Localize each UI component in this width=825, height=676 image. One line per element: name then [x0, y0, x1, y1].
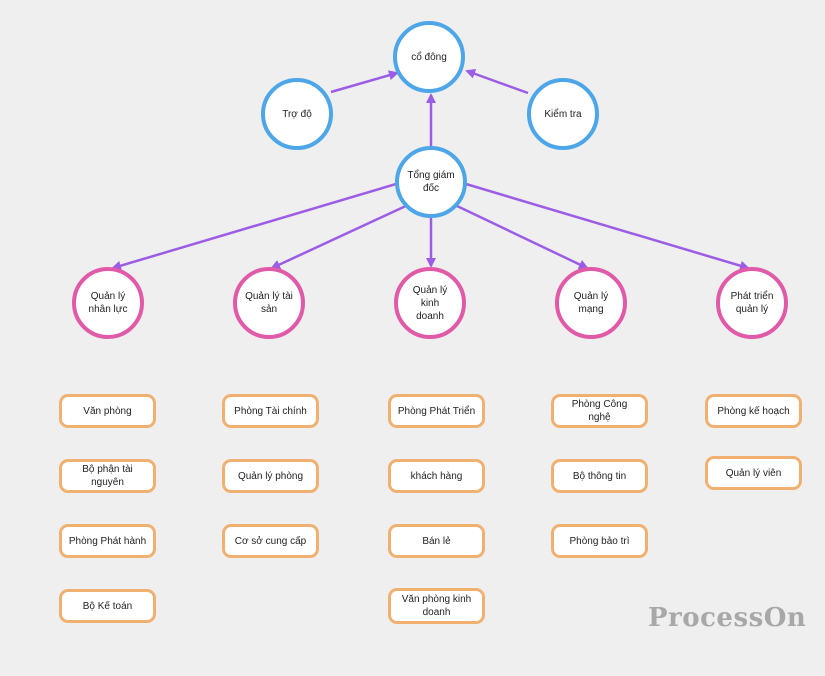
ceo-node[interactable]: Tổng giám đốc: [395, 146, 467, 218]
unit-box[interactable]: Bán lẻ: [388, 524, 485, 558]
shareholders-label: cổ đông: [411, 51, 447, 63]
unit-box[interactable]: Phòng bảo trì: [551, 524, 648, 558]
unit-label: Phòng Tài chính: [234, 405, 307, 417]
unit-box[interactable]: Quản lý viên: [705, 456, 802, 490]
department-label: Quản lý tài sản: [245, 291, 293, 315]
unit-box[interactable]: Bộ phận tài nguyên: [59, 459, 156, 493]
unit-label: Văn phòng: [83, 405, 132, 417]
unit-box[interactable]: Văn phòng kinh doanh: [388, 588, 485, 624]
shareholders-node[interactable]: cổ đông: [393, 21, 465, 93]
unit-label: Quản lý viên: [725, 467, 782, 479]
arrow-ceo-to-network: [456, 204, 589, 270]
unit-box[interactable]: Cơ sở cung cấp: [222, 524, 319, 558]
ceo-label: Tổng giám đốc: [407, 170, 455, 194]
unit-label: Bán lẻ: [422, 535, 451, 547]
unit-label: Quản lý phòng: [237, 470, 304, 482]
unit-box[interactable]: Phòng Phát Triển: [388, 394, 485, 428]
unit-box[interactable]: Bộ Kế toán: [59, 589, 156, 623]
unit-label: Bộ Kế toán: [82, 600, 133, 612]
inspection-label: Kiểm tra: [544, 108, 582, 120]
unit-label: Bộ phận tài nguyên: [82, 464, 133, 488]
assistant-label: Trợ độ: [282, 108, 312, 120]
inspection-node[interactable]: Kiểm tra: [527, 78, 599, 150]
unit-label: Cơ sở cung cấp: [234, 535, 307, 547]
unit-label: Phòng Công nghệ: [571, 399, 628, 423]
arrow-assistant-to-shareholders: [330, 70, 399, 94]
unit-box[interactable]: Phòng Phát hành: [59, 524, 156, 558]
department-label: Quản lý kinh doanh: [412, 284, 448, 322]
unit-label: khách hàng: [410, 470, 463, 482]
department-label: Quản lý mạng: [573, 291, 609, 315]
department-development-node[interactable]: Phát triển quản lý: [716, 267, 788, 339]
unit-label: Phòng Phát Triển: [397, 405, 476, 417]
unit-box[interactable]: khách hàng: [388, 459, 485, 493]
department-label: Phát triển quản lý: [730, 291, 774, 315]
unit-box[interactable]: Văn phòng: [59, 394, 156, 428]
arrow-ceo-to-development: [465, 182, 750, 271]
unit-label: Bộ thông tin: [572, 470, 627, 482]
assistant-node[interactable]: Trợ độ: [261, 78, 333, 150]
unit-label: Phòng Phát hành: [68, 535, 147, 547]
unit-box[interactable]: Quản lý phòng: [222, 459, 319, 493]
unit-box[interactable]: Phòng Tài chính: [222, 394, 319, 428]
arrow-ceo-to-assets: [270, 203, 409, 270]
department-assets-node[interactable]: Quản lý tài sản: [233, 267, 305, 339]
department-label: Quản lý nhân lực: [88, 291, 128, 315]
unit-box[interactable]: Bộ thông tin: [551, 459, 648, 493]
arrow-inspection-to-shareholders: [465, 69, 529, 95]
unit-box[interactable]: Phòng kế hoạch: [705, 394, 802, 428]
unit-label: Phòng bảo trì: [569, 535, 630, 547]
unit-label: Văn phòng kinh doanh: [401, 594, 472, 618]
unit-box[interactable]: Phòng Công nghệ: [551, 394, 648, 428]
department-network-node[interactable]: Quản lý mạng: [555, 267, 627, 339]
processon-watermark: ProcessOn: [648, 603, 807, 633]
unit-label: Phòng kế hoạch: [717, 405, 790, 417]
department-hr-node[interactable]: Quản lý nhân lực: [72, 267, 144, 339]
department-business-node[interactable]: Quản lý kinh doanh: [394, 267, 466, 339]
arrow-ceo-to-hr: [111, 182, 397, 271]
